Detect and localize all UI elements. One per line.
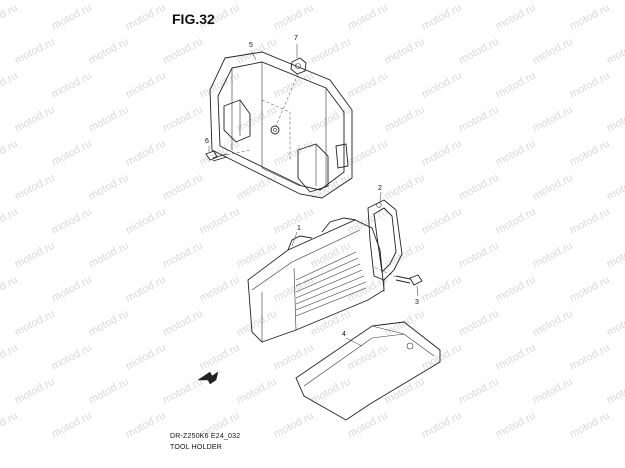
part-label-5: 5 <box>249 42 253 49</box>
part-label-4: 4 <box>342 331 346 338</box>
bolt-3 <box>371 265 423 286</box>
figure-name: TOOL HOLDER <box>170 444 222 451</box>
bracket <box>367 199 403 292</box>
nut <box>275 57 307 127</box>
tool-bag <box>247 217 385 343</box>
part-label-2: 2 <box>378 185 382 192</box>
front-arrow-icon <box>197 371 219 385</box>
part-label-6: 6 <box>205 138 209 145</box>
part-label-3: 3 <box>415 299 419 306</box>
figure-title: FIG.32 <box>172 11 215 27</box>
bolt-6 <box>205 149 251 162</box>
tool-case <box>295 321 441 421</box>
part-label-1: 1 <box>297 225 301 232</box>
tool-box-housing <box>209 51 353 199</box>
model-code: DR-Z250K6 E24_032 <box>170 433 241 440</box>
part-label-7: 7 <box>294 35 298 42</box>
